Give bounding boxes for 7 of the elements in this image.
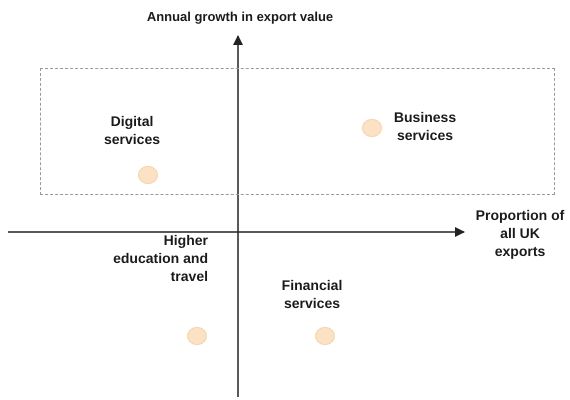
dashed-region-box bbox=[40, 68, 555, 195]
category-label: Financial services bbox=[280, 276, 344, 312]
category-label: Business services bbox=[392, 108, 458, 144]
axis-title: Annual growth in export value bbox=[146, 8, 334, 26]
axis-title: Proportion of all UK exports bbox=[474, 206, 566, 260]
category-label: Higher education and travel bbox=[112, 231, 208, 285]
category-label: Digital services bbox=[102, 112, 162, 148]
